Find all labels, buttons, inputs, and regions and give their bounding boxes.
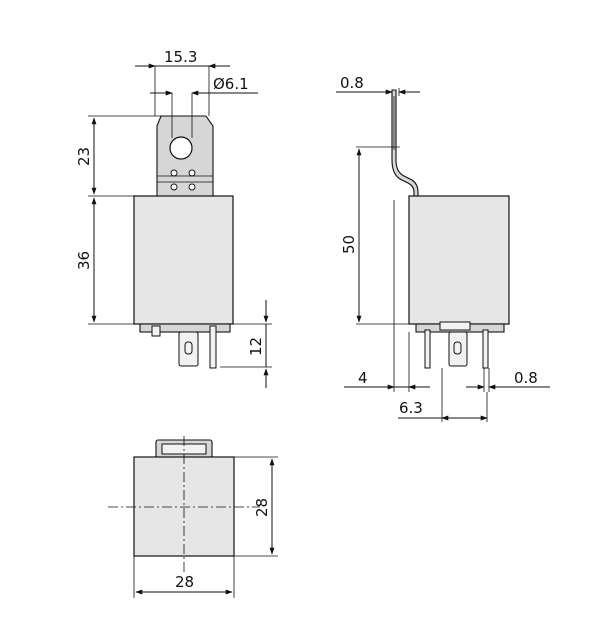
dim-body-height-side: 50 <box>340 235 358 254</box>
dim-pin-offset: 4 <box>358 369 368 387</box>
relay-body-bottom <box>133 456 235 557</box>
dim-bottom-height: 28 <box>253 498 271 517</box>
dim-bracket-width: 15.3 <box>164 48 197 66</box>
dim-pin-thickness: 0.8 <box>514 369 538 387</box>
dim-bottom-width: 28 <box>175 573 194 591</box>
dim-hole-diameter: Ø6.1 <box>213 75 249 93</box>
dim-bracket-height: 23 <box>75 147 93 166</box>
side-mounting-tab <box>391 89 419 197</box>
dim-body-height-front: 36 <box>75 251 93 270</box>
dim-tab-thickness: 0.8 <box>340 74 364 92</box>
side-view: 0.8 50 4 0.8 6.3 <box>336 74 550 422</box>
front-view: 15.3 Ø6.1 23 36 12 <box>75 48 272 388</box>
dim-pin-spacing: 6.3 <box>399 399 423 417</box>
dim-pin-length: 12 <box>247 337 265 356</box>
relay-pin <box>209 325 217 369</box>
mounting-hole <box>169 136 193 160</box>
bottom-view: 28 28 <box>108 436 278 598</box>
relay-body-front <box>133 195 234 325</box>
relay-body-side <box>408 195 510 325</box>
